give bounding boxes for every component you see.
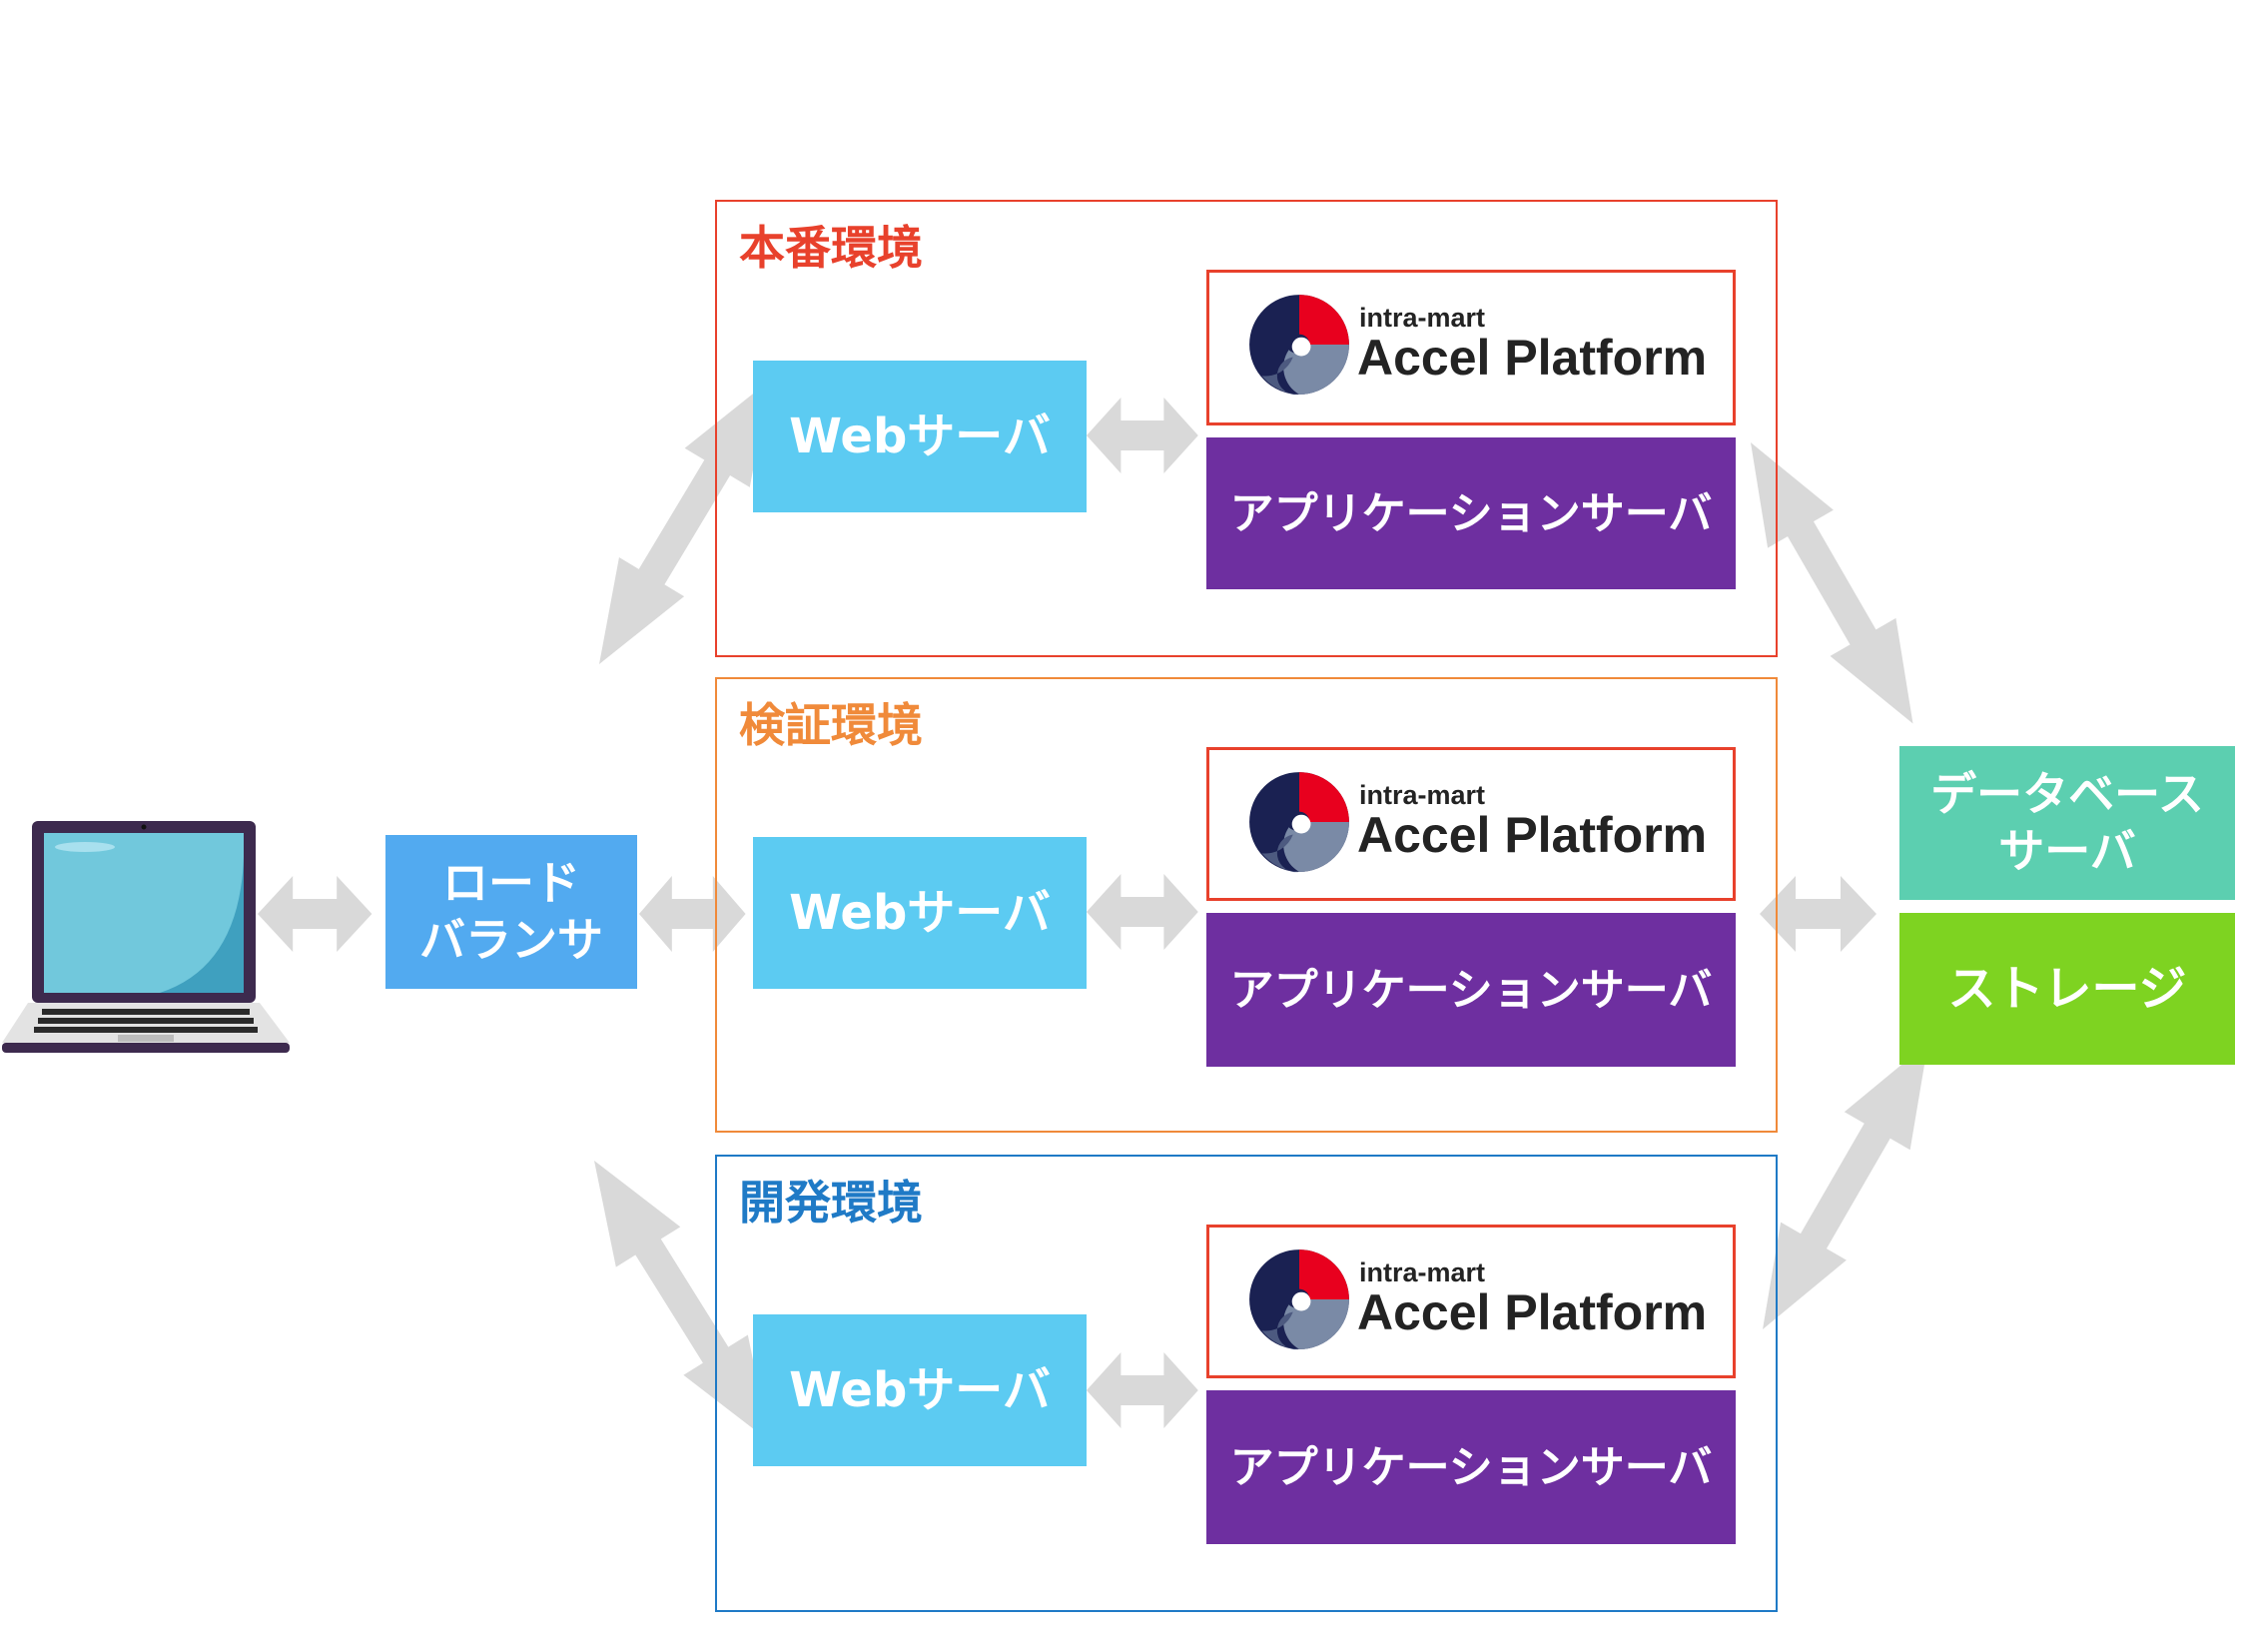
development-accel-platform-logo: intra-mart Accel Platform bbox=[1206, 1225, 1736, 1378]
logo-small-text: intra-mart bbox=[1359, 303, 1486, 333]
production-environment: 本番環境 bbox=[715, 200, 1778, 657]
staging-environment: 検証環境 bbox=[715, 677, 1778, 1133]
load-balancer-box: ロード バランサ bbox=[385, 835, 637, 989]
database-server-box: データベース サーバ bbox=[1899, 746, 2235, 900]
accel-platform-logo-icon bbox=[1249, 295, 1349, 396]
logo-small-text: intra-mart bbox=[1359, 780, 1486, 810]
staging-accel-platform-logo: intra-mart Accel Platform bbox=[1206, 747, 1736, 901]
logo-small-text: intra-mart bbox=[1359, 1257, 1486, 1287]
laptop-icon bbox=[0, 817, 292, 1055]
production-web-server: Webサーバ bbox=[753, 361, 1087, 512]
database-label-line1: データベース bbox=[1930, 766, 2204, 821]
production-environment-title: 本番環境 bbox=[739, 221, 923, 275]
production-application-server: アプリケーションサーバ bbox=[1206, 437, 1736, 589]
development-environment-title: 開発環境 bbox=[739, 1176, 923, 1230]
development-environment: 開発環境 bbox=[715, 1155, 1778, 1612]
application-server-label: アプリケーションサーバ bbox=[1229, 487, 1713, 539]
staging-environment-title: 検証環境 bbox=[739, 698, 923, 752]
web-server-label: Webサーバ bbox=[789, 885, 1051, 941]
application-server-label: アプリケーションサーバ bbox=[1229, 1441, 1713, 1493]
application-server-label: アプリケーションサーバ bbox=[1229, 964, 1713, 1016]
development-web-server: Webサーバ bbox=[753, 1314, 1087, 1466]
load-balancer-label-line1: ロード bbox=[442, 855, 580, 910]
load-balancer-label-line2: バランサ bbox=[419, 913, 603, 967]
web-server-label: Webサーバ bbox=[789, 409, 1051, 464]
staging-web-server: Webサーバ bbox=[753, 837, 1087, 989]
development-application-server: アプリケーションサーバ bbox=[1206, 1390, 1736, 1544]
database-label-line2: サーバ bbox=[1998, 824, 2136, 878]
accel-platform-logo-icon bbox=[1249, 772, 1349, 873]
production-accel-platform-logo: intra-mart Accel Platform bbox=[1206, 270, 1736, 425]
logo-big-text: Accel Platform bbox=[1357, 1284, 1708, 1340]
staging-application-server: アプリケーションサーバ bbox=[1206, 913, 1736, 1067]
logo-big-text: Accel Platform bbox=[1357, 807, 1708, 863]
web-server-label: Webサーバ bbox=[789, 1362, 1051, 1418]
accel-platform-logo-icon bbox=[1249, 1249, 1349, 1350]
logo-big-text: Accel Platform bbox=[1357, 330, 1708, 386]
storage-label: ストレージ bbox=[1947, 961, 2187, 1017]
storage-box: ストレージ bbox=[1899, 913, 2235, 1065]
